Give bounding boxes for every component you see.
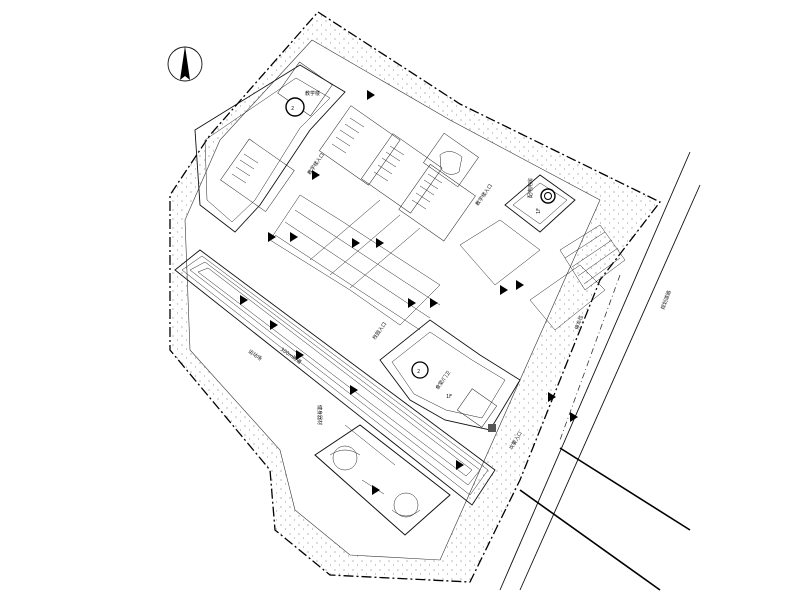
svg-text:2: 2 xyxy=(291,106,294,112)
north-arrow-icon xyxy=(167,46,203,82)
courtyard xyxy=(269,194,441,331)
substation-level-label: 1F xyxy=(536,208,542,214)
campus-inner-area xyxy=(184,39,601,561)
svg-text:2: 2 xyxy=(417,369,420,375)
entrance-marker-icon xyxy=(240,90,578,495)
basketball-courts xyxy=(314,424,451,536)
canteen-building: 2 xyxy=(379,319,521,432)
substation-label: 配电用房 xyxy=(527,178,534,198)
parking-label: 停车位 xyxy=(573,314,585,331)
teaching-building-label: 教学楼 xyxy=(305,90,320,97)
canteen-level-label: 1F xyxy=(446,394,452,400)
running-track xyxy=(174,249,496,506)
fitness-label: 健身器材 xyxy=(316,405,323,425)
road-label: 规划道路 xyxy=(659,289,672,310)
teaching-building: 2 xyxy=(194,61,479,242)
substation-building xyxy=(504,174,576,233)
parking-lot xyxy=(459,219,626,331)
